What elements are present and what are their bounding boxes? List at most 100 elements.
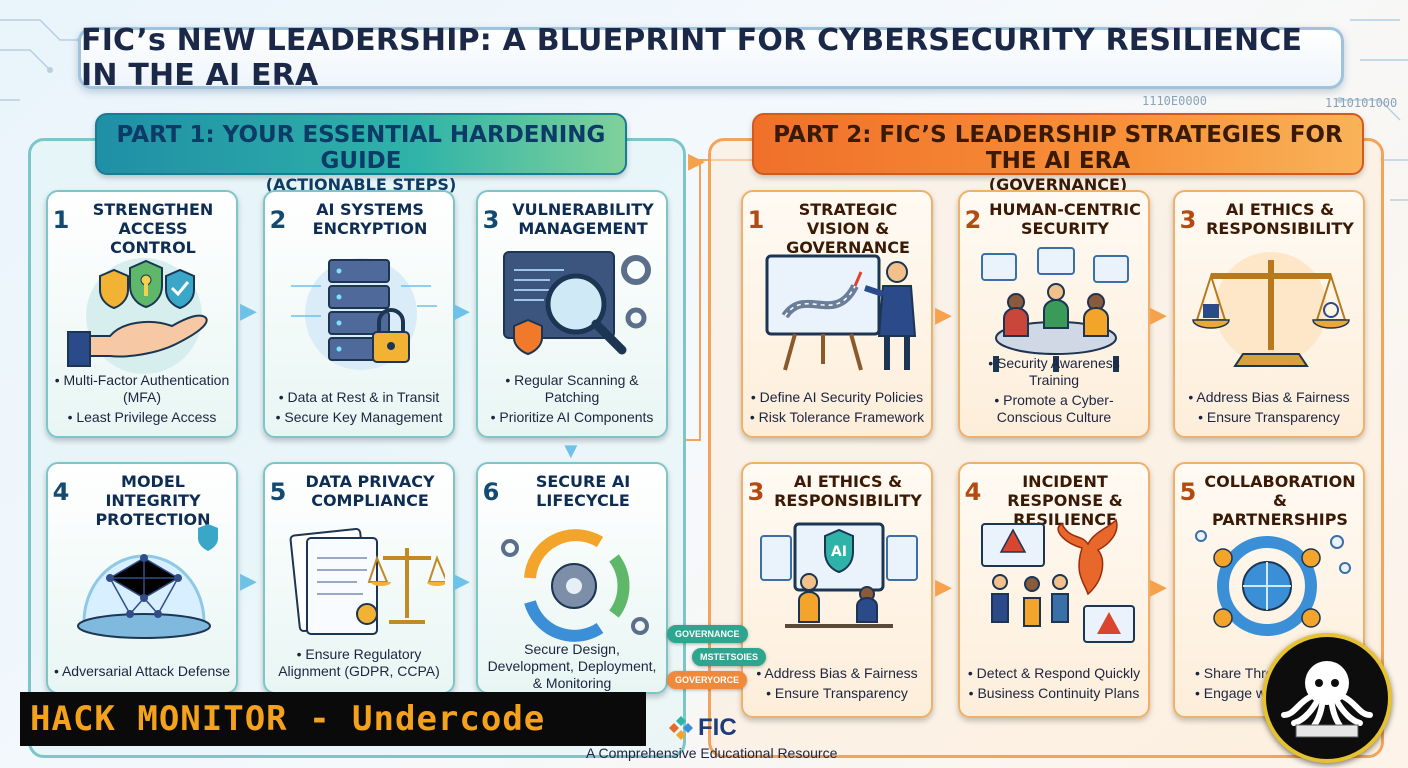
card-bullets: • Security Awareness Training • Promote …: [964, 352, 1144, 426]
card-number: 1: [747, 206, 765, 234]
phoenix-alert-icon: [981, 518, 1135, 643]
bullet-item: • Business Continuity Plans: [968, 685, 1140, 701]
card-title: SECURE AI LIFECYCLE: [535, 472, 631, 510]
fic-logo-icon: [669, 716, 693, 740]
fic-logo-text: FIC: [698, 714, 737, 741]
part2-subtitle: (GOVERNANCE): [988, 175, 1128, 194]
card-title: AI ETHICS & RESPONSIBILITY: [774, 472, 922, 510]
part2-card-strategic-vision: 1 STRATEGIC VISION & GOVERNANCE • Define…: [741, 190, 933, 438]
card-bullets: • Ensure Regulatory Alignment (GDPR, CCP…: [269, 643, 449, 680]
part2-card-incident-response: 4 INCIDENT RESPONSE & RESILIENCE • Detec…: [958, 462, 1150, 718]
bullet-item: • Least Privilege Access: [67, 409, 217, 425]
card-number: 2: [964, 206, 982, 234]
part2-card-human-centric: 2 HUMAN-CENTRIC SECURITY • Security Awar…: [958, 190, 1150, 438]
magnifier-bug-icon: [503, 251, 651, 356]
card-title: AI ETHICS & RESPONSIBILITY: [1206, 200, 1354, 238]
bullet-item: • Regular Scanning & Patching: [505, 372, 639, 405]
neural-dome-icon: [77, 524, 218, 639]
card-number: 2: [269, 206, 287, 234]
bullet-item: • Engage with: [1195, 685, 1281, 701]
bullet-item: • Ensure Transparency: [1198, 409, 1340, 425]
binary-decoration: 1110101000: [1325, 96, 1398, 110]
fic-logo: FIC: [668, 714, 737, 742]
part1-header: PART 1: YOUR ESSENTIAL HARDENING GUIDE (…: [95, 113, 627, 194]
part1-card-access-control: 1 STRENGTHEN ACCESS CONTROL • Multi-Fact…: [46, 190, 238, 438]
arrow-right-icon: ▶: [1150, 302, 1167, 327]
bullet-item: Secure Design, Development, Deployment, …: [487, 641, 657, 691]
part2-title: PART 2: FIC’S LEADERSHIP STRATEGIES FOR …: [773, 122, 1343, 174]
hand-shield-key-icon: [67, 258, 208, 374]
card-title: STRENGTHEN ACCESS CONTROL: [92, 200, 214, 257]
arrow-right-icon: ▶: [935, 574, 952, 599]
title-banner: FIC’s NEW LEADERSHIP: A BLUEPRINT FOR CY…: [78, 23, 1344, 93]
bullet-item: • Detect & Respond Quickly: [967, 665, 1141, 681]
card-bullets: Secure Design, Development, Deployment, …: [482, 638, 662, 692]
card-bullets: • Multi-Factor Authentication (MFA) • Le…: [52, 369, 232, 426]
part1-card-model-integrity: 4 MODEL INTEGRITY PROTECTION • Adversari…: [46, 462, 238, 694]
page-title: FIC’s NEW LEADERSHIP: A BLUEPRINT FOR CY…: [81, 23, 1303, 93]
card-title: COLLABORATION & PARTNERSHIPS: [1204, 472, 1356, 529]
ai-screen-label: AI: [831, 544, 847, 560]
lifecycle-gear-icon: [501, 529, 649, 642]
card-number: 3: [747, 478, 765, 506]
card-title: MODEL INTEGRITY PROTECTION: [95, 472, 211, 529]
bullet-item: • Risk Tolerance Framework: [749, 409, 925, 425]
card-bullets: • Share Threa • Engage with: [1195, 662, 1359, 702]
bullet-item: • Security Awareness Training: [988, 355, 1120, 388]
card-bullets: • Data at Rest & in Transit • Secure Key…: [269, 386, 449, 426]
arrow-right-icon: ▶: [1150, 574, 1167, 599]
card-number: 5: [1179, 478, 1197, 506]
card-title: DATA PRIVACY COMPLIANCE: [305, 472, 435, 510]
card-bullets: • Detect & Respond Quickly • Business Co…: [964, 662, 1144, 702]
arrow-down-icon: ▼: [560, 438, 582, 463]
part2-card-ai-ethics-repeat: 3 AI ETHICS & RESPONSIBILITY AI • Addres…: [741, 462, 933, 718]
card-title: VULNERABILITY MANAGEMENT: [512, 200, 654, 238]
arrow-right-icon: ▶: [240, 298, 257, 323]
octopus-icon: [1281, 661, 1373, 738]
bullet-item: • Data at Rest & in Transit: [278, 389, 440, 405]
card-number: 4: [52, 478, 70, 506]
strategies-tag: MSTETSOIES: [692, 648, 767, 666]
bullet-item: • Ensure Regulatory Alignment (GDPR, CCP…: [278, 646, 440, 679]
card-number: 5: [269, 478, 287, 506]
card-bullets: • Address Bias & Fairness • Ensure Trans…: [747, 662, 927, 702]
part2-card-ai-ethics: 3 AI ETHICS & RESPONSIBILITY • Address B…: [1173, 190, 1365, 438]
octopus-badge: [1262, 633, 1392, 763]
part1-subtitle: (ACTIONABLE STEPS): [265, 175, 457, 194]
bullet-item: • Share Threa: [1195, 665, 1282, 681]
binary-decoration: 1110E0000: [1142, 94, 1208, 108]
presentation-board-icon: [765, 254, 917, 371]
watermark-text: HACK MONITOR - Undercode: [30, 699, 546, 739]
document-scale-icon: [289, 528, 445, 635]
bullet-item: • Address Bias & Fairness: [756, 665, 918, 681]
balance-scale-icon: [1192, 252, 1350, 367]
part1-card-ai-lifecycle: 6 SECURE AI LIFECYCLE Secure Design, Dev…: [476, 462, 668, 694]
card-title: AI SYSTEMS ENCRYPTION: [312, 200, 428, 238]
footer-caption: A Comprehensive Educational Resource: [586, 745, 838, 761]
governance-tag-orange: GOVERYORCE: [667, 671, 748, 689]
bullet-item: • Prioritize AI Components: [490, 409, 654, 425]
part2-header: PART 2: FIC’S LEADERSHIP STRATEGIES FOR …: [752, 113, 1364, 194]
part1-card-vulnerability: 3 VULNERABILITY MANAGEMENT • Regular Sca…: [476, 190, 668, 438]
card-bullets: • Address Bias & Fairness • Ensure Trans…: [1179, 386, 1359, 426]
arrow-right-icon: ▶: [935, 302, 952, 327]
bullet-item: • Multi-Factor Authentication (MFA): [54, 372, 230, 405]
arrow-right-icon: ▶: [453, 298, 470, 323]
card-title: HUMAN-CENTRIC SECURITY: [989, 200, 1141, 238]
part1-card-encryption: 2 AI SYSTEMS ENCRYPTION • Data at Rest &…: [263, 190, 455, 438]
card-number: 6: [482, 478, 500, 506]
card-bullets: • Adversarial Attack Defense: [52, 660, 232, 680]
team-meeting-icon: [981, 247, 1129, 372]
part1-title: PART 1: YOUR ESSENTIAL HARDENING GUIDE: [116, 122, 606, 174]
arrow-right-icon: ▶: [240, 568, 257, 593]
governance-tag: GOVERNANCE: [667, 625, 748, 643]
card-number: 3: [1179, 206, 1197, 234]
bullet-item: • Ensure Transparency: [766, 685, 908, 701]
card-title: INCIDENT RESPONSE & RESILIENCE: [1007, 472, 1123, 529]
ai-screen-team-icon: AI: [760, 522, 918, 628]
arrow-right-icon: ▶: [688, 148, 705, 173]
server-lock-icon: [291, 258, 437, 370]
bullet-item: • Define AI Security Policies: [750, 389, 924, 405]
part1-card-data-privacy: 5 DATA PRIVACY COMPLIANCE • Ensure Regul…: [263, 462, 455, 694]
card-bullets: • Regular Scanning & Patching • Prioriti…: [482, 369, 662, 426]
